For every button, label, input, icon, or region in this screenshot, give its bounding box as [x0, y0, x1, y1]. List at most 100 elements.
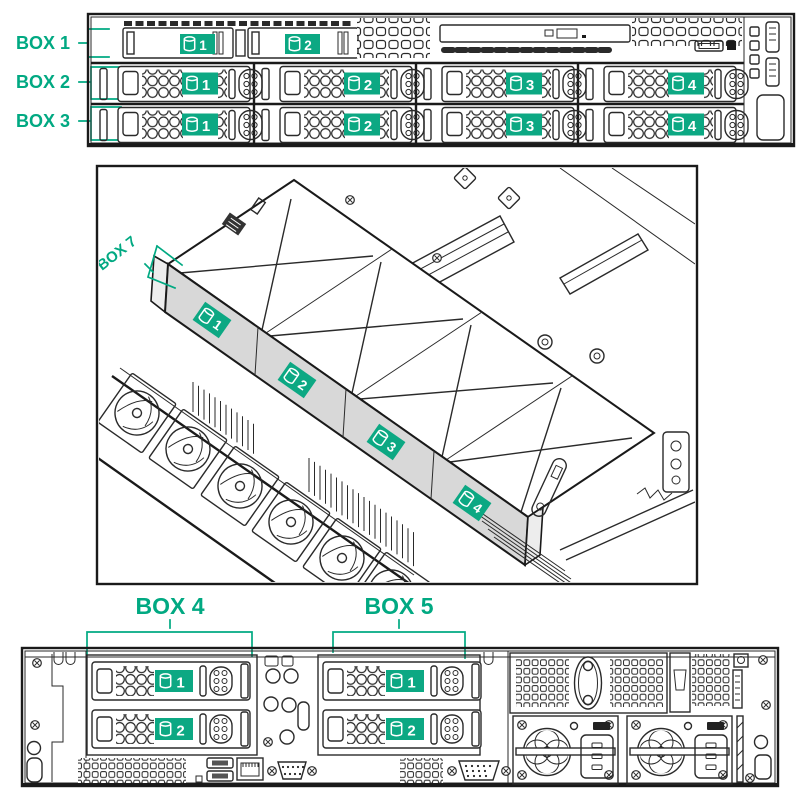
bracket-box1 [78, 28, 110, 58]
ethernet-port [236, 757, 264, 781]
front-box1-bay-1-tray [122, 27, 234, 59]
front-box-callouts: BOX 1 BOX 2 BOX 3 [16, 28, 127, 141]
front-control-panel [749, 21, 785, 141]
screw [263, 737, 273, 747]
front-video-port [765, 57, 780, 87]
drive-bay-label: 2 [344, 113, 380, 136]
internal-view-figure: 1 2 3 4 BOX 7 [95, 164, 699, 586]
uid-button [749, 40, 760, 51]
drive-bay-label: 2 [386, 718, 424, 740]
bay-number: 1 [199, 38, 207, 53]
bracket-box4 [86, 619, 253, 657]
rear-io-strip [78, 757, 511, 783]
vent-grid [400, 758, 443, 783]
rear-box5-cage: 1 2 [317, 654, 482, 756]
drive-bay-label: 4 [668, 113, 704, 136]
cage-tab [249, 196, 267, 216]
standoff [497, 186, 521, 210]
rear-wall-vent-right [559, 233, 649, 295]
drive-bay-label: 4 [452, 484, 492, 522]
mounting-hook [53, 651, 64, 665]
front-chassis [86, 12, 796, 148]
latch-block [733, 653, 749, 668]
bay-number: 1 [407, 675, 415, 692]
psu-led [683, 721, 693, 731]
rear-middle-panel [263, 655, 310, 747]
bay-number: 1 [176, 675, 184, 692]
front-vent-grid-right [632, 18, 742, 46]
drive-bay-label: 2 [277, 361, 317, 399]
screw [745, 773, 755, 783]
drive-bay-label: 2 [155, 718, 193, 740]
vent-grid [78, 758, 186, 783]
drive-bay-label: 4 [668, 72, 704, 95]
mounting-hook [65, 651, 76, 665]
nic-led [749, 68, 760, 79]
drive-bay-label: 1 [386, 670, 424, 692]
drive-bay-label: 1 [182, 72, 218, 95]
dimm-slots [469, 504, 572, 582]
management-port-bracket [669, 652, 691, 713]
rear-psu-zone [509, 652, 772, 785]
fan-bank [99, 367, 432, 582]
power-supply-2 [626, 715, 733, 785]
power-connector [221, 212, 247, 236]
bay-number: 2 [364, 77, 372, 94]
vent-grid [692, 654, 730, 706]
bay-number: 4 [688, 118, 697, 135]
power-inlet [694, 734, 728, 779]
drive-bay-label: 1 [155, 670, 193, 692]
bay-number: 2 [304, 38, 312, 53]
screw [758, 655, 768, 665]
label-box1: BOX 1 [16, 33, 70, 53]
screw [32, 658, 42, 668]
rear-box4-cage: 1 2 [86, 654, 258, 756]
rear-chassis [20, 646, 780, 788]
bracket-box5 [332, 619, 466, 659]
rear-view-figure: BOX 4 BOX 5 1 2 [20, 593, 780, 788]
cable [636, 487, 673, 501]
slotted-connector [732, 669, 743, 709]
drive-bay-label: 1 [182, 113, 218, 136]
psu-handle-bar [629, 747, 730, 756]
drive-bay-label: 1 [192, 301, 232, 339]
bay-number: 3 [526, 77, 534, 94]
bay-number: 3 [526, 118, 534, 135]
drive-bay-label: 2 [344, 72, 380, 95]
vga-port [447, 760, 511, 781]
psu-latch [593, 722, 610, 730]
front-box3-row: 1 2 3 4 [99, 106, 749, 144]
front-vent-grid-left [357, 18, 430, 58]
rear-blank-panel [26, 654, 64, 783]
usb-port [206, 770, 234, 782]
screw [761, 700, 771, 710]
label-box3: BOX 3 [16, 111, 70, 131]
serial-label-pull-tab [694, 40, 736, 52]
psu-release-bar [736, 715, 744, 783]
psu-vent-panel [509, 652, 668, 714]
cage-release-lever [531, 458, 567, 517]
screw [432, 253, 442, 263]
standoff [453, 168, 477, 190]
label-box2: BOX 2 [16, 72, 70, 92]
power-button [749, 26, 760, 37]
psu-handle [573, 656, 603, 710]
floor-grommet [537, 334, 605, 364]
bay-number: 2 [364, 118, 372, 135]
bay-number: 1 [202, 118, 210, 135]
screw [345, 195, 355, 205]
bracket-box7 [143, 244, 184, 290]
usb-port [206, 757, 234, 769]
bay-number: 2 [176, 723, 184, 740]
riser-bracket [662, 431, 690, 493]
power-supply-1 [512, 715, 619, 785]
optical-drive-bay [439, 24, 631, 53]
rear-box-callouts: BOX 4 BOX 5 [86, 593, 466, 659]
mounting-hook [483, 651, 494, 665]
status-led [749, 54, 760, 65]
psu-handle-bar [515, 747, 616, 756]
label-box5: BOX 5 [364, 593, 433, 619]
figure-frame [95, 164, 699, 586]
drive-bay-label: 2 [285, 34, 320, 54]
